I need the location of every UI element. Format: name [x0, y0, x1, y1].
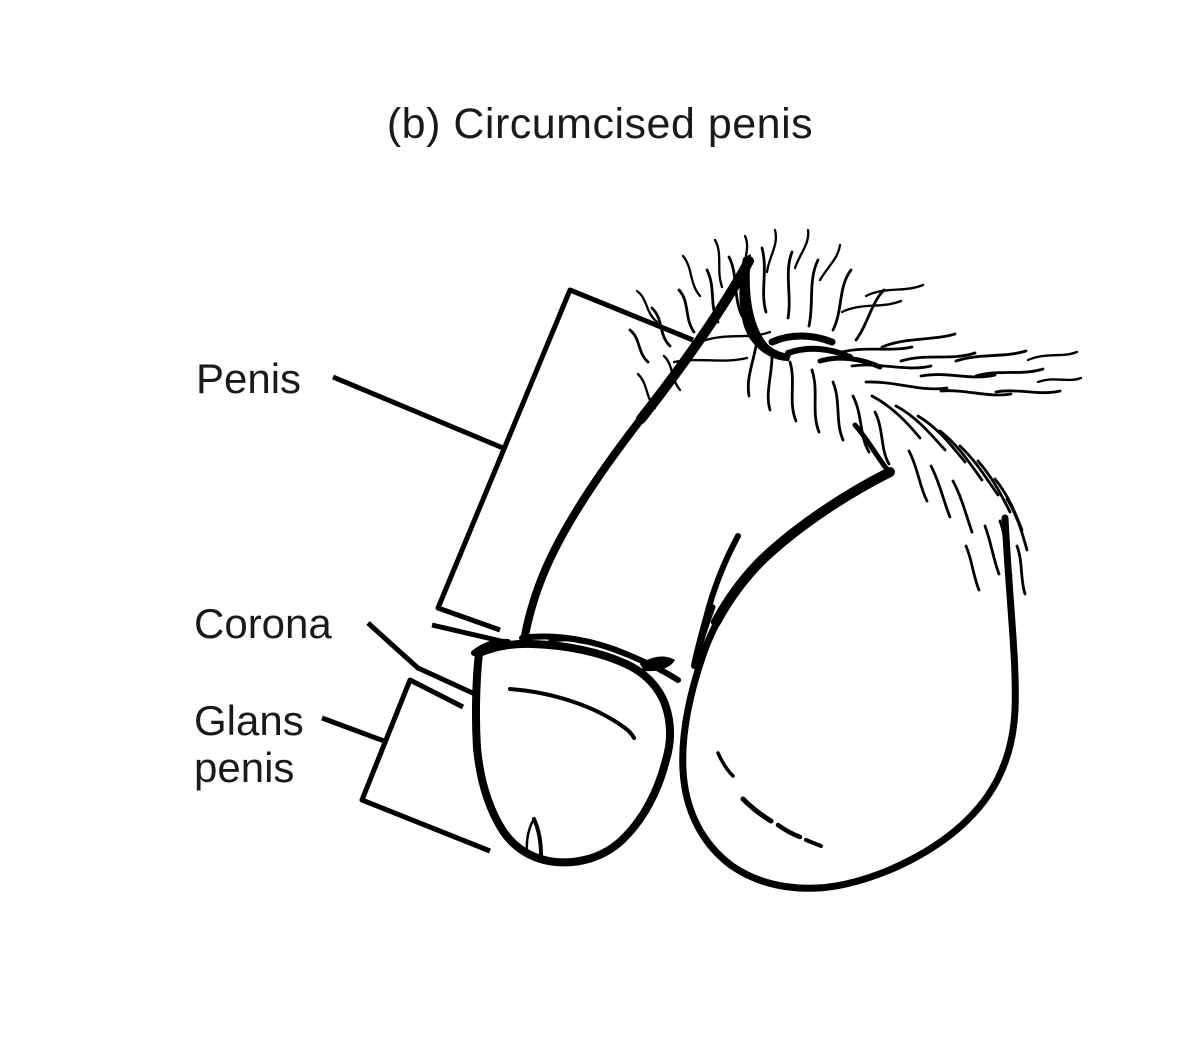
scrotum-top-left-edge	[711, 467, 895, 627]
meatus	[525, 817, 543, 857]
label-corona: Corona	[194, 600, 332, 647]
scrotum-shading	[716, 751, 823, 848]
shaft-outline	[520, 254, 791, 669]
leader-line-penis	[332, 374, 504, 451]
label-penis: Penis	[196, 355, 301, 402]
scrotum-path	[679, 468, 1019, 892]
shaft-dorsal-edge-upper	[636, 256, 754, 424]
penis-bracket	[435, 287, 694, 633]
corona-marker-lines	[416, 622, 506, 698]
corona-marker-lower	[416, 665, 479, 698]
glans-outline	[471, 639, 674, 867]
corona-ridge	[508, 687, 636, 740]
figure-title: (b) Circumcised penis	[386, 100, 814, 148]
label-penis-text: Penis	[196, 355, 302, 402]
label-glans-penis: Glans penis	[194, 697, 304, 791]
scrotum-outline	[679, 467, 1019, 892]
glans-bracket-path	[359, 677, 491, 854]
leader-line-glans	[321, 715, 385, 744]
corona-right-leaf	[640, 656, 675, 672]
shaft-dorsal-hook	[739, 254, 791, 361]
glans-path	[471, 639, 674, 867]
label-glans-line2: penis	[194, 744, 295, 791]
corona-top-dash	[548, 637, 583, 644]
label-corona-text: Corona	[194, 600, 332, 647]
pubic-hair	[628, 228, 1083, 596]
label-glans-line1: Glans	[194, 697, 304, 744]
penis-bracket-path	[435, 287, 694, 633]
shaft-dorsal-edge-lower	[520, 415, 645, 645]
corona-marker-upper	[431, 622, 506, 645]
corona-detail	[471, 633, 681, 740]
corona-left-flare	[471, 638, 511, 656]
leader-lines	[321, 374, 504, 744]
corona-top-line	[519, 633, 681, 683]
leader-line-corona	[366, 621, 421, 671]
glans-bracket	[359, 677, 491, 854]
shaft-scrotum-crease	[693, 604, 716, 668]
